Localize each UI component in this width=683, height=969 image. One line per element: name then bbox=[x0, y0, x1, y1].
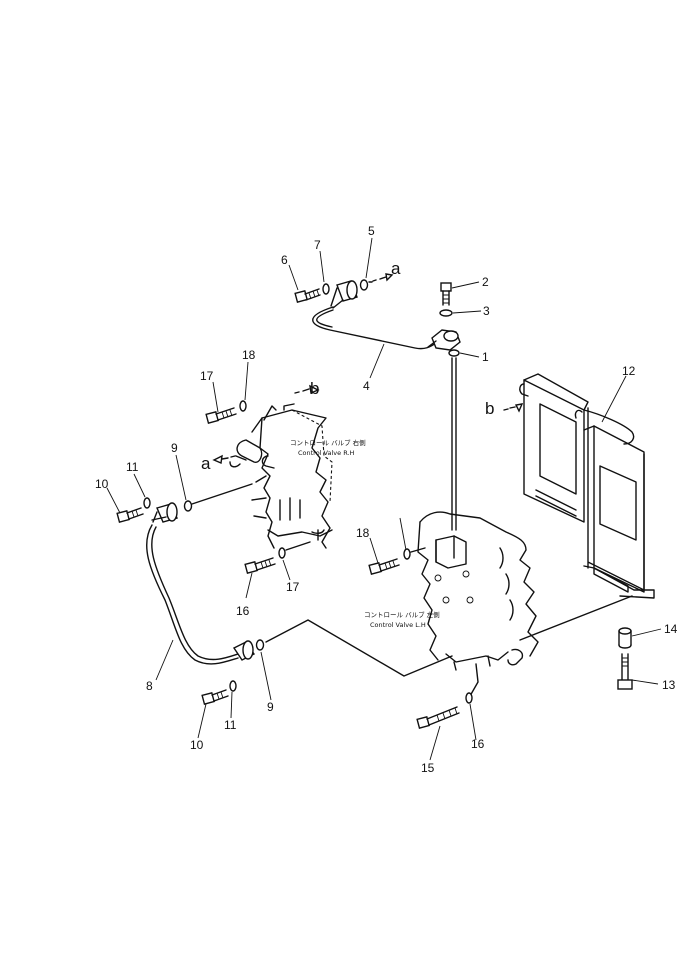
label-part-8: 8 bbox=[146, 679, 153, 693]
bolt-17-rh bbox=[205, 407, 237, 424]
o-ring-5 bbox=[359, 279, 369, 291]
label-part-6: 6 bbox=[281, 253, 288, 267]
control-valve-lh bbox=[417, 511, 539, 697]
washer-11-top bbox=[143, 497, 151, 509]
bolt-2 bbox=[440, 282, 452, 306]
washer-7 bbox=[322, 283, 330, 295]
tube-4 bbox=[312, 306, 437, 350]
ref-a-rh: a bbox=[201, 454, 211, 473]
label-part-2: 2 bbox=[482, 275, 489, 289]
label-part-4: 4 bbox=[363, 379, 370, 393]
label-part-18-rh: 18 bbox=[242, 348, 256, 362]
valve-rh-caption-jp: コントロール バルブ 右側 bbox=[290, 438, 366, 447]
label-part-1: 1 bbox=[482, 350, 489, 364]
label-part-13: 13 bbox=[662, 678, 676, 692]
bolt-15-lh bbox=[416, 706, 460, 729]
tube-8-assembly bbox=[116, 483, 453, 705]
control-valve-rh bbox=[212, 384, 333, 549]
label-part-16-lh: 16 bbox=[471, 737, 485, 751]
label-part-10-top: 10 bbox=[95, 477, 109, 491]
washer-18-rh bbox=[239, 400, 247, 412]
bolt-6 bbox=[294, 288, 321, 303]
ref-a-top: a bbox=[391, 259, 401, 278]
label-part-16-rh: 17 bbox=[286, 580, 300, 594]
o-ring-1 bbox=[448, 349, 460, 357]
bolt-17-lh bbox=[368, 558, 400, 575]
label-part-9-bottom: 9 bbox=[267, 700, 274, 714]
label-part-15-lh: 15 bbox=[421, 761, 435, 775]
washer-16-lh bbox=[465, 692, 473, 704]
label-part-3: 3 bbox=[483, 304, 490, 318]
washer-18-lh bbox=[403, 548, 411, 560]
label-part-11-bottom: 11 bbox=[224, 718, 237, 732]
tube-8-flange-top bbox=[151, 502, 178, 523]
washer-3 bbox=[439, 309, 453, 317]
valve-lh-caption-en: Control Valve L.H bbox=[370, 621, 426, 629]
leader-lines bbox=[106, 237, 662, 761]
o-ring-9-top bbox=[183, 500, 193, 512]
tube-8-flange-bottom bbox=[232, 640, 256, 661]
spacer-14 bbox=[618, 627, 632, 649]
label-part-7: 7 bbox=[314, 238, 321, 252]
o-ring-9-bottom bbox=[255, 639, 265, 651]
valve-lh-caption-jp: コントロール バルブ 左側 bbox=[364, 610, 440, 619]
label-part-17-lh: 18 bbox=[356, 526, 370, 540]
label-part-9-top: 9 bbox=[171, 441, 178, 455]
bolt-10-bottom bbox=[201, 689, 229, 705]
valve-rh-caption-en: Control Valve R.H bbox=[298, 449, 355, 457]
label-part-10-bottom: 10 bbox=[190, 738, 204, 752]
ref-b-rh: b bbox=[310, 379, 319, 398]
label-part-12: 12 bbox=[622, 364, 636, 378]
bracket-12 bbox=[503, 373, 655, 641]
tube-4-assembly bbox=[294, 273, 461, 531]
label-part-15-rh: 16 bbox=[236, 604, 250, 618]
washer-16-rh bbox=[278, 547, 286, 559]
bolt-15-rh bbox=[244, 557, 276, 574]
bolt-13 bbox=[617, 653, 633, 690]
label-part-17-rh: 17 bbox=[200, 369, 214, 383]
ref-b-bracket: b bbox=[485, 399, 494, 418]
tube-4-flange-top bbox=[330, 280, 358, 309]
label-part-5: 5 bbox=[368, 224, 375, 238]
label-part-11-top: 11 bbox=[126, 460, 139, 474]
bolt-10-top bbox=[116, 507, 144, 523]
label-part-14: 14 bbox=[664, 622, 678, 636]
part-labels: 5 7 6 2 3 1 4 18 17 9 11 10 8 10 11 9 16… bbox=[95, 224, 678, 775]
washer-11-bottom bbox=[229, 680, 237, 692]
tube-4-flange-bottom bbox=[427, 329, 461, 351]
tube-8 bbox=[145, 524, 239, 665]
